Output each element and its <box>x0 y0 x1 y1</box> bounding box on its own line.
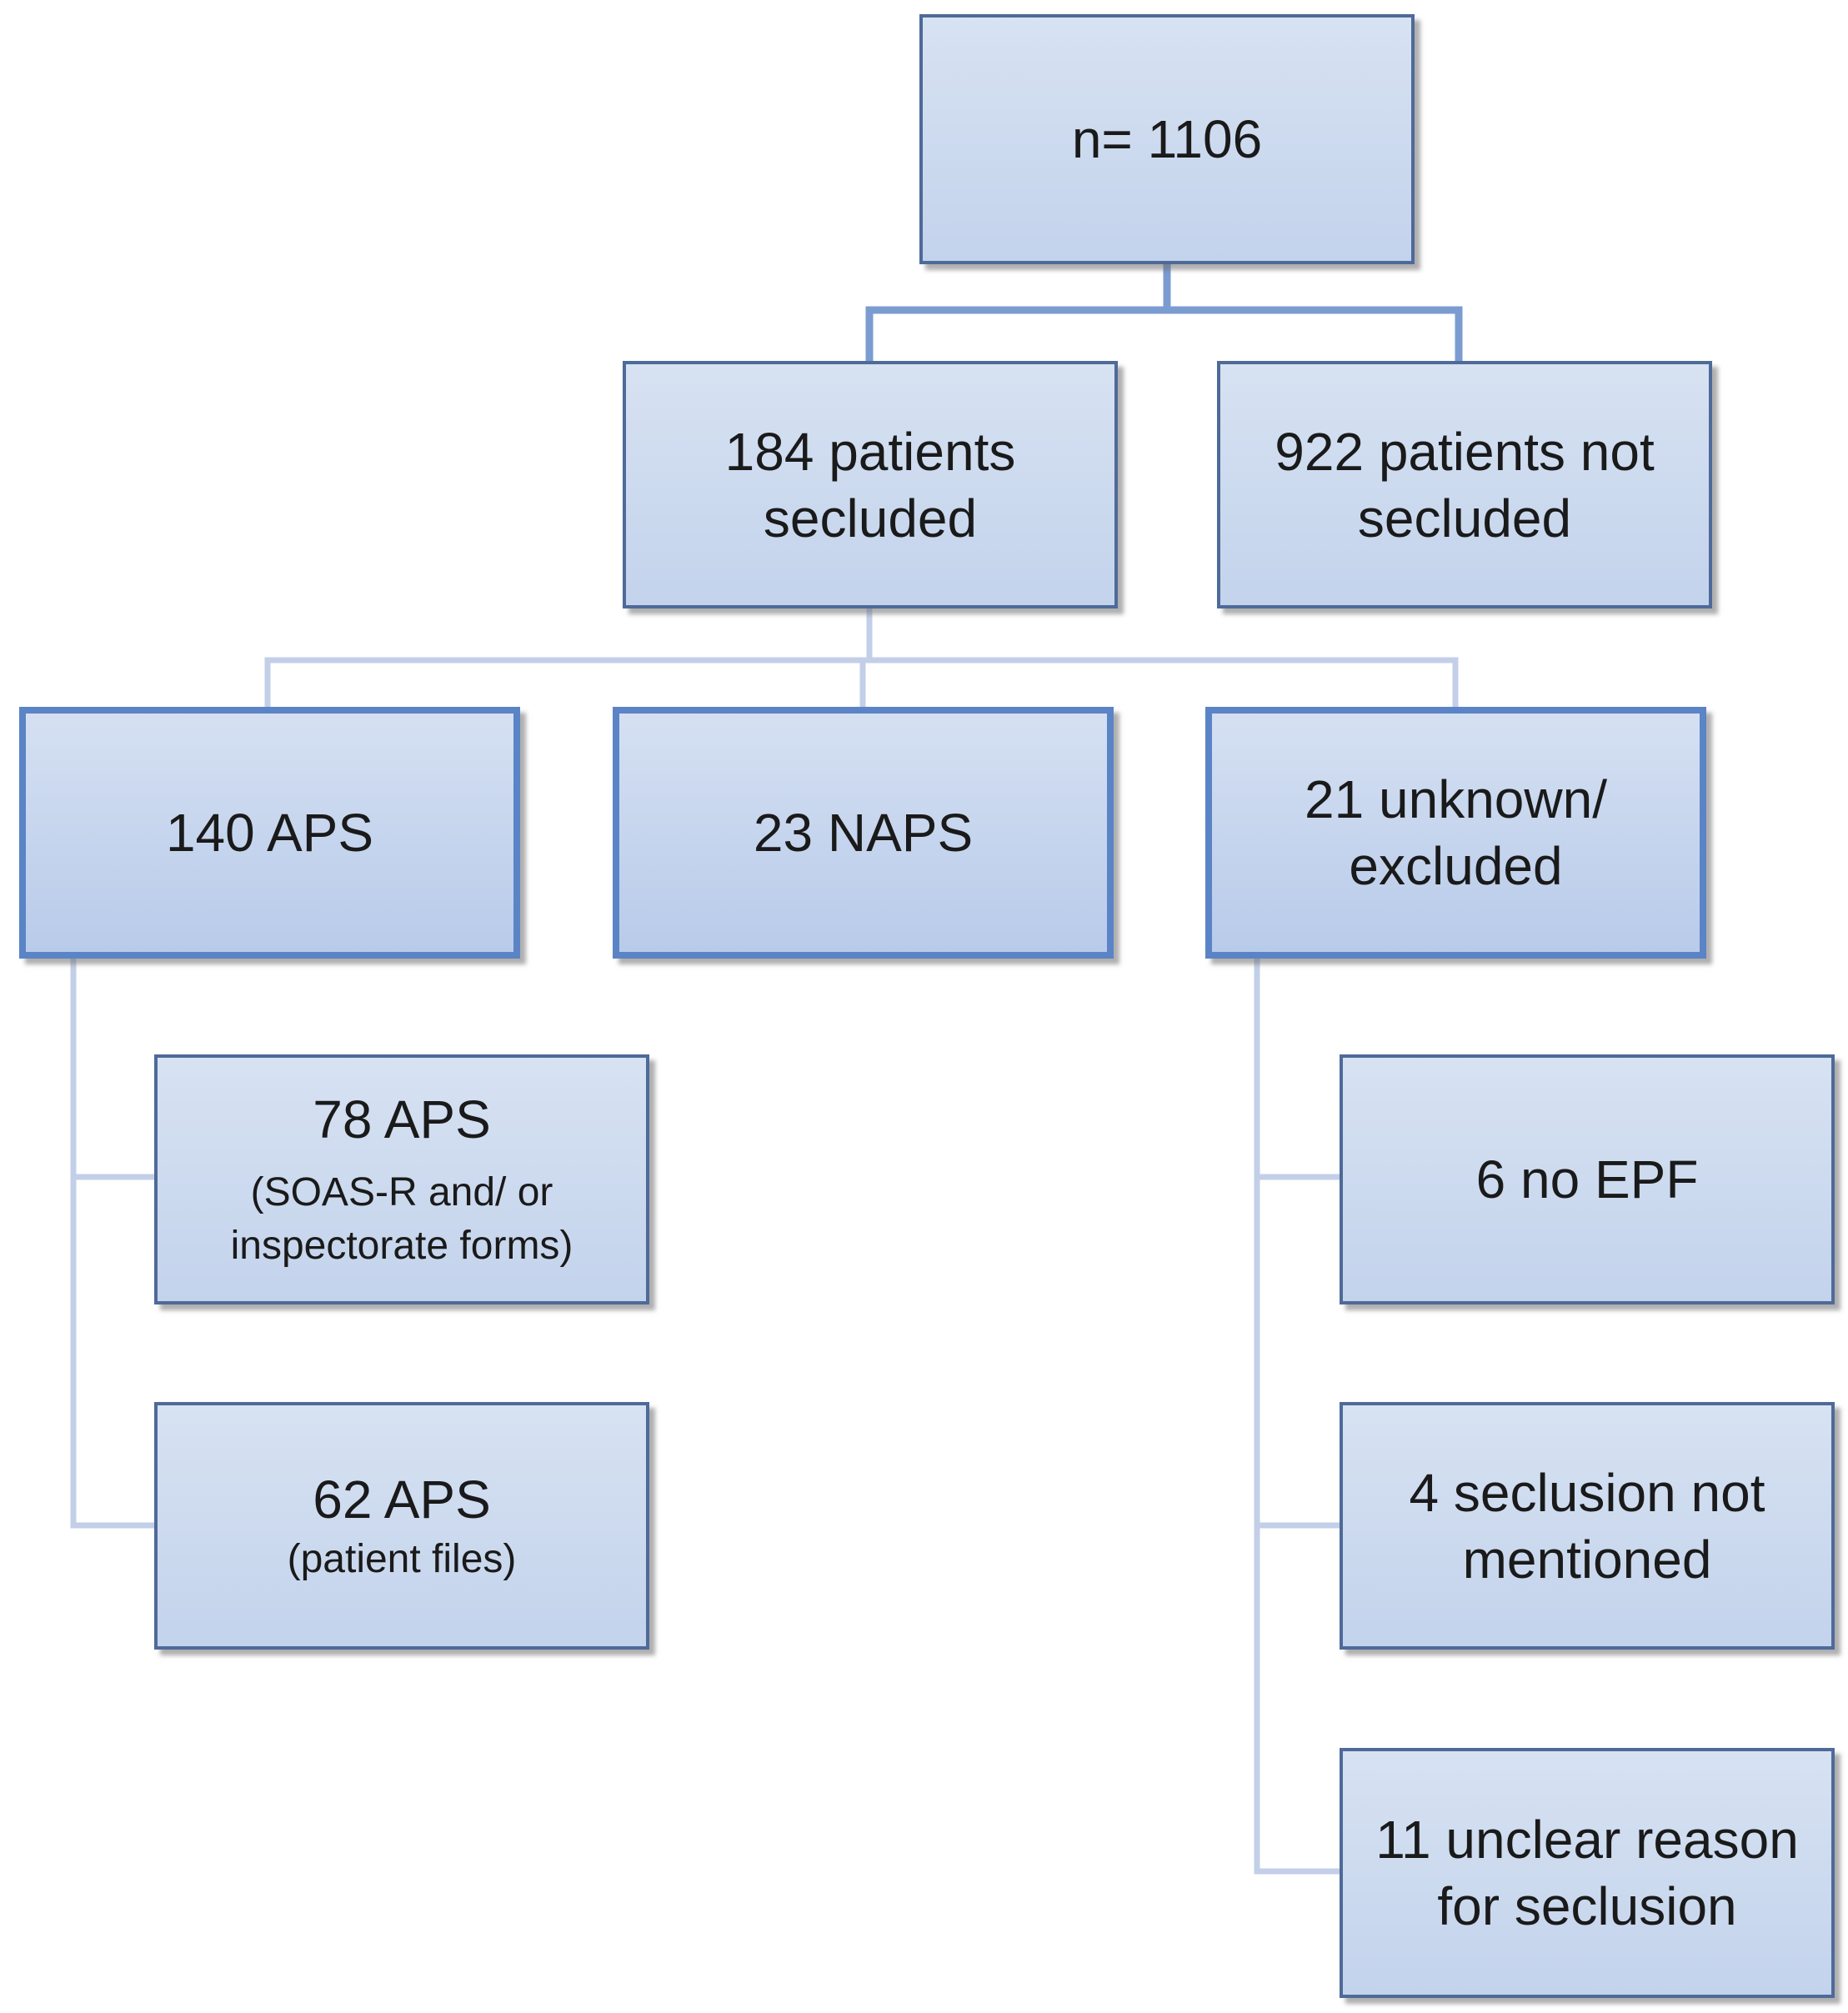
node-aps-62: 62 APS (patient files) <box>154 1402 649 1650</box>
node-unknown: 21 unknown/ excluded <box>1205 707 1706 959</box>
node-aps-78-label: 78 APS <box>313 1089 491 1149</box>
connector-total-to-not-secluded <box>1163 306 1463 365</box>
node-no-epf-label: 6 no EPF <box>1475 1149 1699 1209</box>
node-total-label: n= 1106 <box>1071 109 1263 169</box>
node-not-mentioned-line1: 4 seclusion not <box>1409 1462 1765 1523</box>
node-unclear: 11 unclear reason for seclusion <box>1340 1748 1835 1998</box>
node-total: n= 1106 <box>919 14 1415 264</box>
node-secluded-line1: 184 patients <box>724 421 1016 482</box>
node-aps-62-note: (patient files) <box>287 1536 517 1581</box>
connector-secluded-to-aps <box>264 605 873 710</box>
node-unknown-line1: 21 unknown/ <box>1305 769 1607 829</box>
node-aps-62-label: 62 APS <box>313 1469 491 1530</box>
node-aps-label: 140 APS <box>165 803 374 863</box>
connector-total-to-secluded <box>865 260 1171 365</box>
node-secluded-line2: secluded <box>763 488 978 548</box>
node-not-secluded: 922 patients not secluded <box>1217 361 1712 608</box>
node-not-secluded-line2: secluded <box>1357 488 1572 548</box>
node-aps-78: 78 APS (SOAS-R and/ or inspectorate form… <box>154 1054 649 1304</box>
node-naps: 23 NAPS <box>613 707 1114 959</box>
connector-secluded-to-unknown <box>866 657 1459 710</box>
node-not-mentioned-line2: mentioned <box>1462 1529 1712 1590</box>
node-naps-label: 23 NAPS <box>753 803 974 863</box>
node-aps: 140 APS <box>19 707 520 959</box>
node-not-secluded-line1: 922 patients not <box>1275 421 1655 482</box>
node-unclear-line2: for seclusion <box>1437 1876 1737 1936</box>
node-aps-78-note-line2: inspectorate forms) <box>230 1224 573 1268</box>
node-unknown-line2: excluded <box>1349 836 1563 896</box>
node-no-epf: 6 no EPF <box>1340 1054 1835 1304</box>
node-not-mentioned: 4 seclusion not mentioned <box>1340 1402 1835 1650</box>
node-aps-78-note-line1: (SOAS-R and/ or <box>250 1170 553 1214</box>
node-secluded: 184 patients secluded <box>623 361 1118 608</box>
connector-aps-children <box>70 955 158 1529</box>
node-unclear-line1: 11 unclear reason <box>1375 1810 1799 1870</box>
connector-unknown-children <box>1254 955 1343 1875</box>
